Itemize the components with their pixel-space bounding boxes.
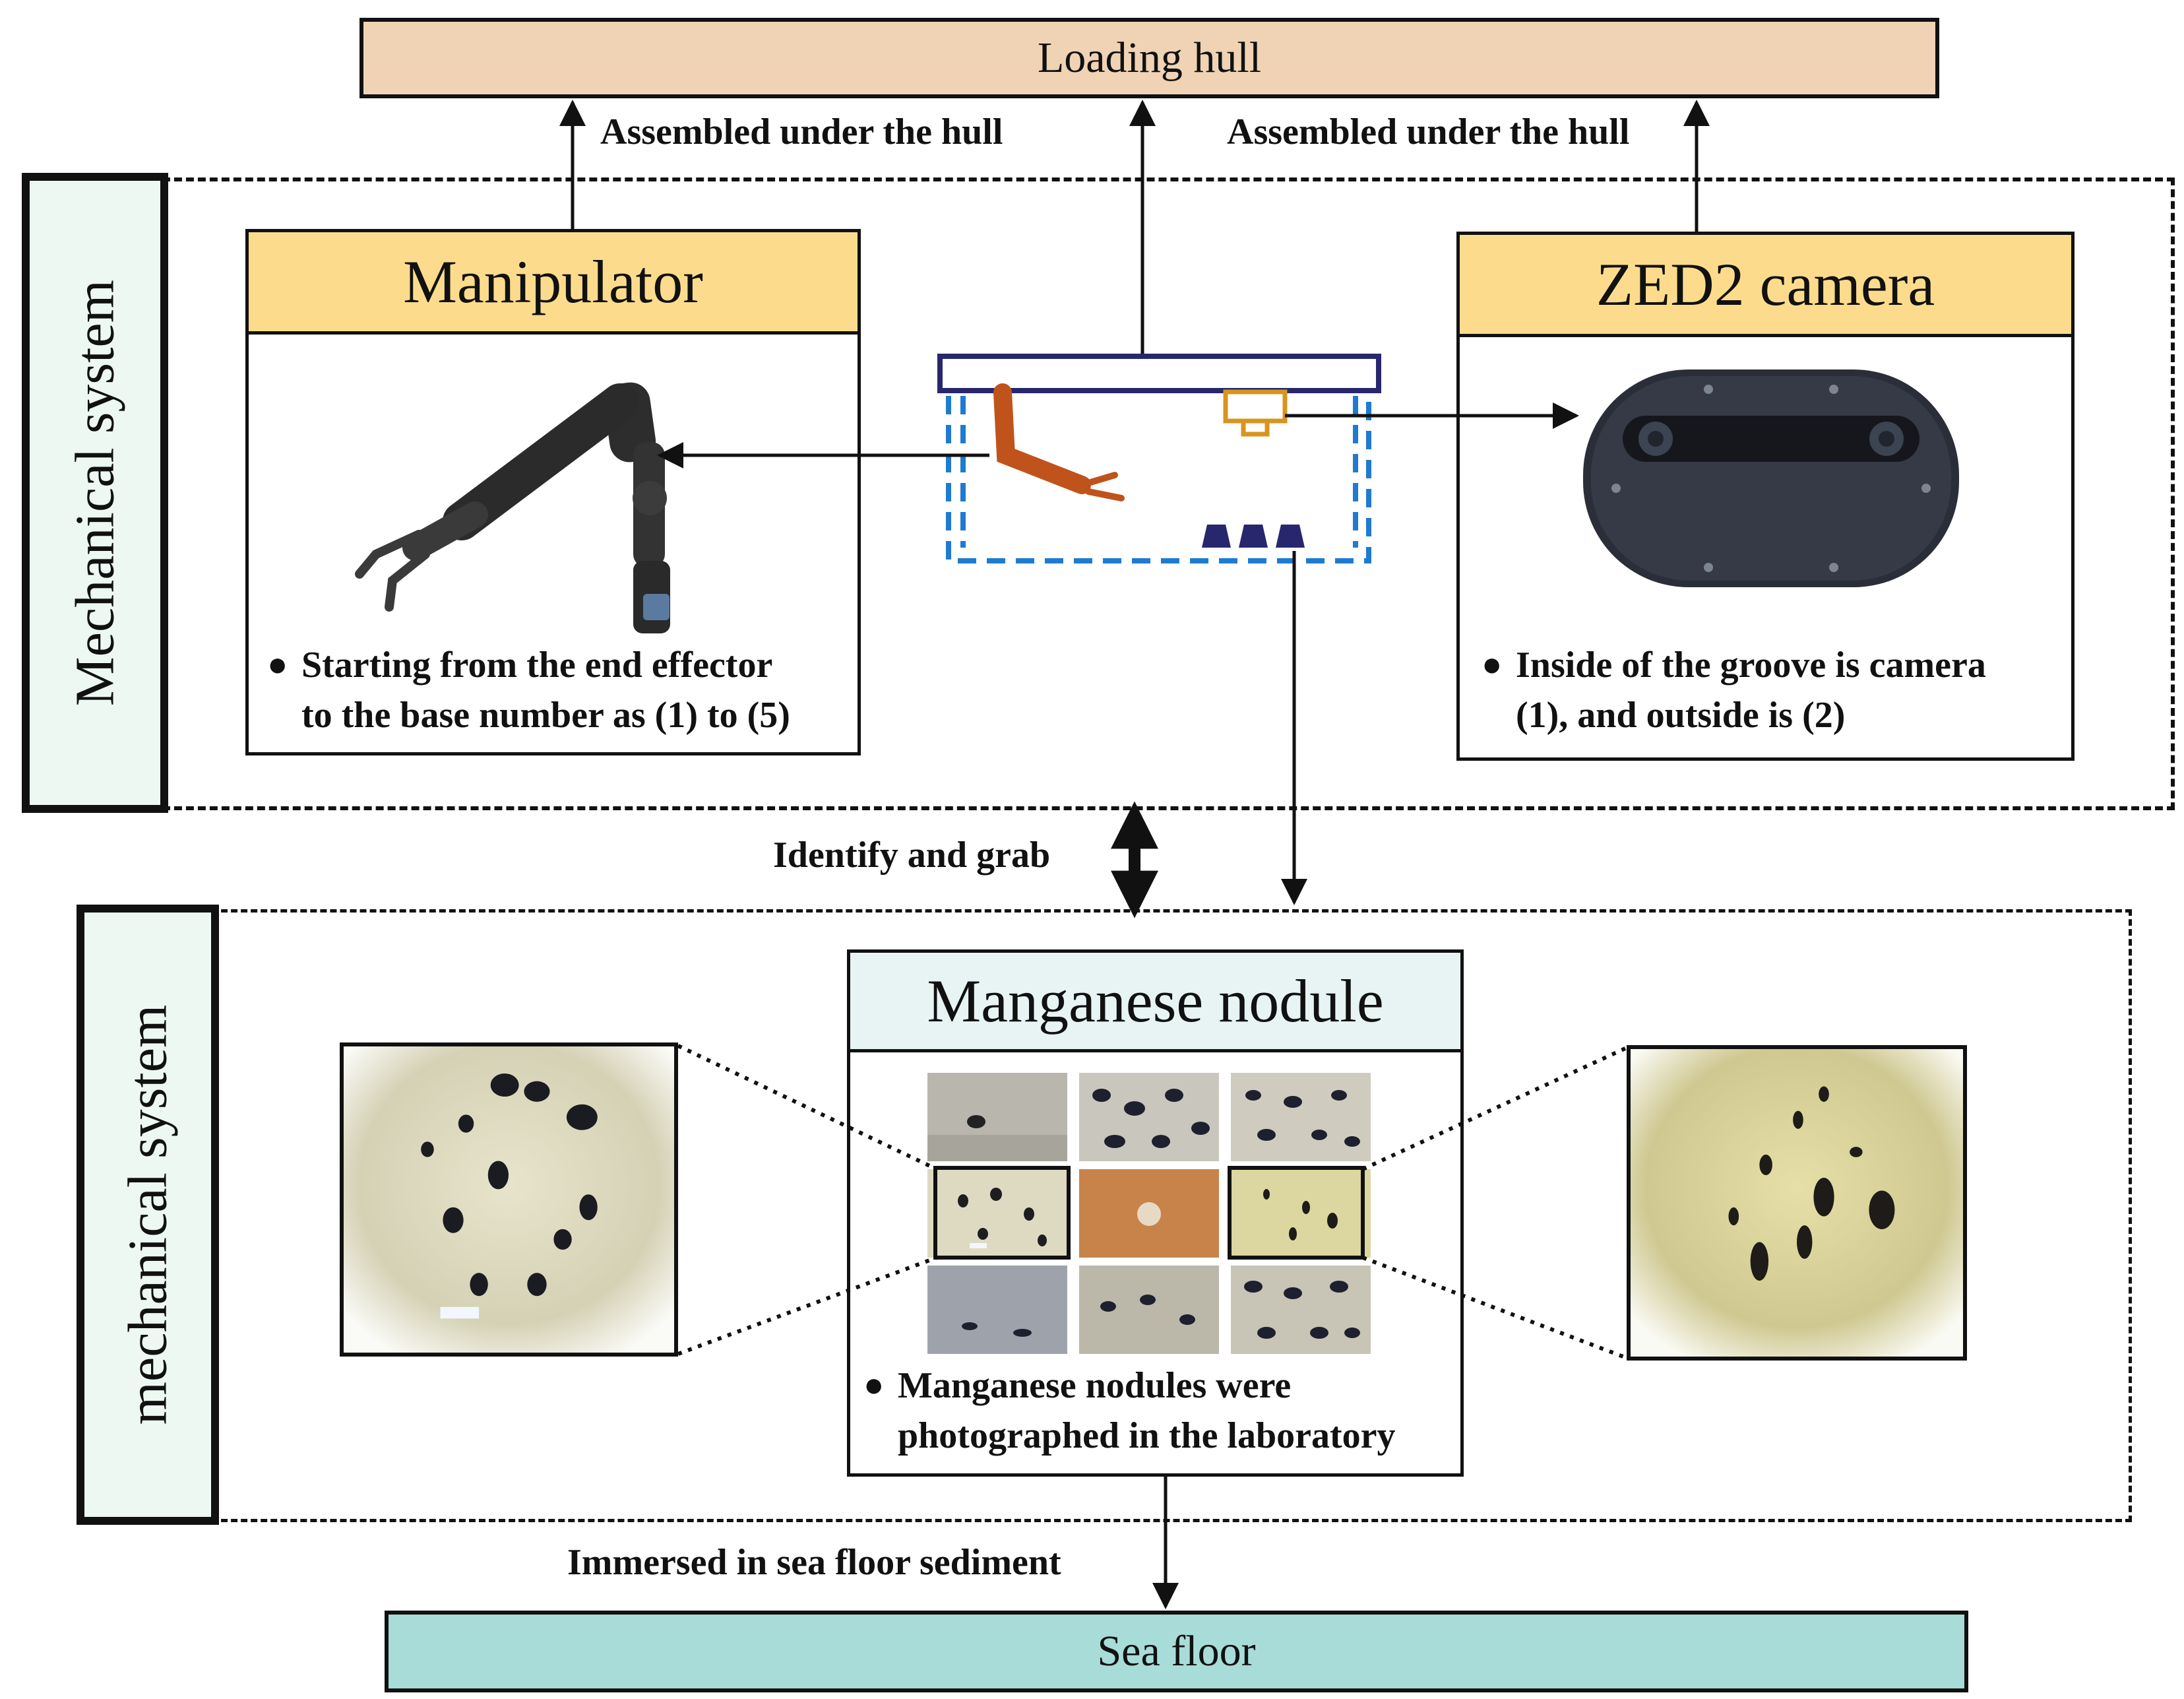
grid-highlight-right bbox=[1228, 1166, 1365, 1260]
sea-floor-label: Sea floor bbox=[1097, 1627, 1256, 1675]
grid-tile bbox=[1231, 1266, 1371, 1354]
grid-tile bbox=[927, 1073, 1067, 1161]
nodule-zoom-left-photo bbox=[340, 1042, 678, 1357]
assembled-left-label: Assembled under the hull bbox=[600, 112, 1003, 152]
manganese-nodule-title: Manganese nodule bbox=[850, 953, 1460, 1052]
camera-note: ● Inside of the groove is camera (1), an… bbox=[1482, 640, 1986, 740]
lower-system-side-label: mechanical system bbox=[77, 905, 219, 1525]
manipulator-title: Manipulator bbox=[249, 232, 858, 335]
camera-note-line2: (1), and outside is (2) bbox=[1516, 695, 1846, 736]
loading-hull-bar: Loading hull bbox=[359, 18, 1939, 98]
immersed-label: Immersed in sea floor sediment bbox=[567, 1542, 1061, 1583]
assembled-right-label: Assembled under the hull bbox=[1227, 112, 1630, 152]
mechanical-system-side-label: Mechanical system bbox=[22, 173, 168, 813]
manipulator-note-line1: Starting from the end effector bbox=[301, 645, 773, 686]
bullet-icon: ● bbox=[1482, 646, 1503, 684]
nodule-note-line2: photographed in the laboratory bbox=[898, 1415, 1396, 1456]
bullet-icon: ● bbox=[863, 1366, 885, 1404]
identify-grab-label: Identify and grab bbox=[773, 835, 1051, 876]
manipulator-photo bbox=[355, 382, 670, 633]
grid-tile bbox=[1231, 1169, 1371, 1258]
grid-highlight-left bbox=[933, 1166, 1071, 1260]
sea-floor-bar: Sea floor bbox=[385, 1611, 1968, 1692]
grid-tile bbox=[1231, 1073, 1371, 1161]
manipulator-note-line2: to the base number as (1) to (5) bbox=[301, 695, 790, 736]
grid-tile bbox=[1079, 1169, 1219, 1258]
grid-tile bbox=[927, 1169, 1067, 1258]
loading-hull-label: Loading hull bbox=[1037, 34, 1262, 82]
bullet-icon: ● bbox=[267, 646, 288, 684]
nodule-zoom-right-photo bbox=[1627, 1045, 1967, 1361]
manipulator-panel: Manipulator ● Starting from the end effe… bbox=[245, 229, 861, 755]
grid-tile bbox=[1079, 1266, 1219, 1354]
zed2-camera-photo bbox=[1583, 369, 1959, 587]
camera-note-line1: Inside of the groove is camera bbox=[1516, 645, 1986, 686]
lower-system-text: mechanical system bbox=[117, 1004, 179, 1425]
zed2-camera-title: ZED2 camera bbox=[1460, 235, 2071, 337]
manipulator-note: ● Starting from the end effector to the … bbox=[267, 640, 790, 740]
zed2-camera-panel: ZED2 camera ● Inside of the groove is ca… bbox=[1456, 232, 2075, 761]
grid-tile bbox=[927, 1266, 1067, 1354]
stereo-camera-icon bbox=[1583, 369, 1959, 587]
mechanical-system-text: Mechanical system bbox=[64, 279, 126, 707]
grid-tile bbox=[1079, 1073, 1219, 1161]
robot-arm-icon bbox=[355, 382, 670, 633]
nodule-note: ● Manganese nodules were photographed in… bbox=[863, 1361, 1396, 1461]
nodule-photo-grid bbox=[927, 1073, 1371, 1354]
nodule-note-line1: Manganese nodules were bbox=[898, 1365, 1292, 1406]
